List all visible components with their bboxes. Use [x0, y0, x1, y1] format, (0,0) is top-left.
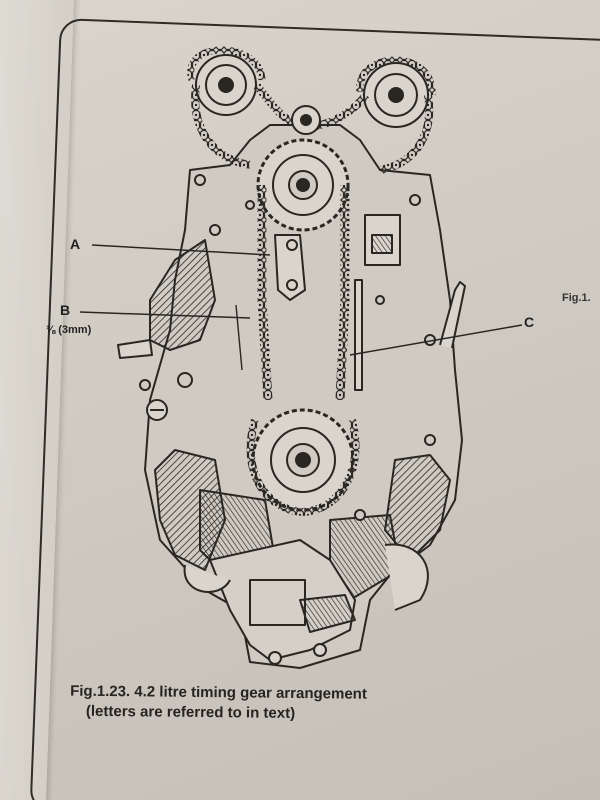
side-figure-reference: Fig.1. [562, 292, 591, 304]
figure-caption: Fig.1.23. 4.2 litre timing gear arrangem… [70, 682, 530, 727]
callout-c: C [524, 314, 535, 330]
callout-b: B [60, 302, 71, 318]
callout-b-note: ⅛ (3mm) [46, 324, 92, 336]
callout-a: A [70, 236, 81, 252]
caption-line-1: Fig.1.23. 4.2 litre timing gear arrangem… [70, 682, 367, 703]
